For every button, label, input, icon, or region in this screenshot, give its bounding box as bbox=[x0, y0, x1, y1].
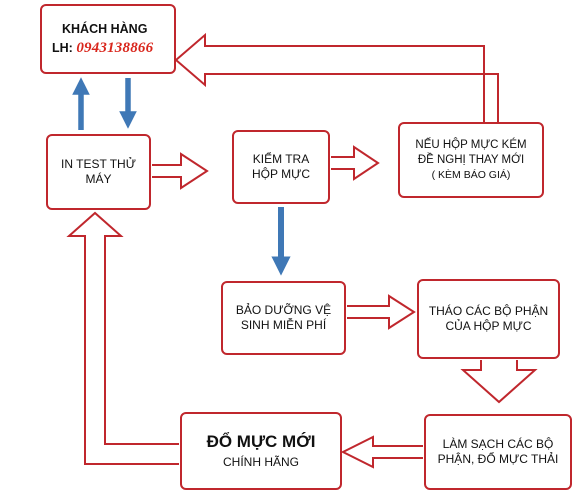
maint-line1: BẢO DƯỠNG VỆ bbox=[235, 303, 332, 317]
arrow-refill-to-test bbox=[66, 211, 179, 465]
test-line2: MÁY bbox=[85, 172, 112, 186]
customer-box: KHÁCH HÀNG LH: 0943138866 bbox=[40, 4, 176, 74]
test-line1: IN TEST THỬ bbox=[61, 157, 136, 171]
replace-line1: NẾU HỘP MỰC KÉM bbox=[415, 138, 527, 151]
test-print-box: IN TEST THỬ MÁY bbox=[46, 134, 151, 210]
maintenance-box: BẢO DƯỠNG VỆ SINH MIỄN PHÍ bbox=[221, 281, 346, 355]
dismantle-box: THÁO CÁC BỘ PHẬN CỦA HỘP MỰC bbox=[417, 279, 560, 359]
dismantle-line2: CỦA HỘP MỰC bbox=[445, 319, 532, 333]
clean-parts-box: LÀM SẠCH CÁC BỘ PHẬN, ĐỔ MỰC THẢI bbox=[424, 414, 572, 490]
arrow-clean-to-refill bbox=[340, 435, 423, 469]
replace-suggestion-box: NẾU HỘP MỰC KÉM ĐỀ NGHỊ THAY MỚI ( KÈM B… bbox=[398, 122, 544, 198]
arrow-dismantle-to-clean bbox=[460, 360, 538, 404]
phone-prefix: LH: bbox=[52, 41, 77, 55]
replace-line2: ĐỀ NGHỊ THAY MỚI bbox=[417, 153, 525, 166]
check-line2: HỘP MỰC bbox=[251, 167, 311, 181]
arrow-test-to-check bbox=[152, 152, 209, 190]
maint-line2: SINH MIỄN PHÍ bbox=[240, 318, 327, 332]
replace-line3: ( KÈM BÁO GIÁ) bbox=[431, 168, 511, 181]
customer-title: KHÁCH HÀNG bbox=[62, 22, 148, 36]
refill-line1: ĐỔ MỰC MỚI bbox=[206, 432, 316, 451]
check-cartridge-box: KIỂM TRA HỘP MỰC bbox=[232, 130, 330, 204]
dismantle-line1: THÁO CÁC BỘ PHẬN bbox=[428, 304, 549, 318]
check-line1: KIỂM TRA bbox=[252, 152, 310, 166]
arrow-check-to-replace bbox=[331, 145, 380, 181]
refill-line2: CHÍNH HÃNG bbox=[222, 455, 299, 469]
clean-line2: PHẬN, ĐỔ MỰC THẢI bbox=[437, 452, 559, 466]
clean-line1: LÀM SẠCH CÁC BỘ bbox=[442, 437, 554, 451]
refill-ink-box: ĐỔ MỰC MỚI CHÍNH HÃNG bbox=[180, 412, 342, 490]
arrow-replace-to-customer bbox=[174, 32, 499, 122]
arrow-maint-to-dismantle bbox=[347, 294, 416, 330]
customer-contact: LH: 0943138866 bbox=[52, 41, 153, 56]
phone-number: 0943138866 bbox=[76, 40, 154, 56]
